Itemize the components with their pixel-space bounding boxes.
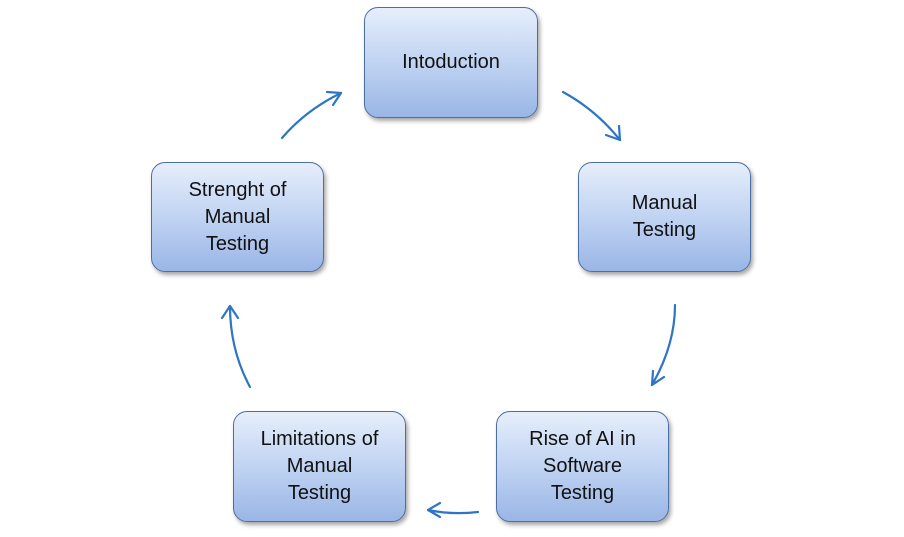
arrow-manual-testing-to-rise-of-ai [650,303,677,387]
arrow-limitations-to-strength [220,304,252,389]
arrow-introduction-to-manual-testing [561,90,622,142]
arrow-rise-of-ai-to-limitations [426,501,480,519]
node-strength-of-manual-testing: Strenght of Manual Testing [151,162,324,272]
arrow-strength-to-introduction [280,90,343,140]
node-limitations-of-manual-testing: Limitations of Manual Testing [233,411,406,522]
node-introduction: Intoduction [364,7,538,118]
node-rise-of-ai: Rise of AI in Software Testing [496,411,669,522]
node-manual-testing: Manual Testing [578,162,751,272]
